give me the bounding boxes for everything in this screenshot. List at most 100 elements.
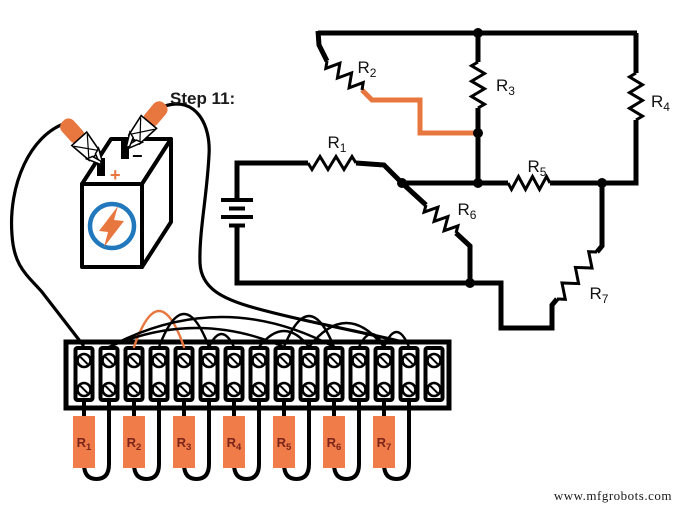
schematic-resistor-r7 bbox=[556, 250, 598, 301]
screw-icon bbox=[401, 381, 417, 398]
resistor-lead-loop bbox=[232, 402, 261, 482]
strip-resistors: R1 R2 R3 R4 R5 R6 R7 bbox=[73, 402, 411, 482]
jumper-wire-t2-t9 bbox=[107, 326, 286, 349]
jumper-wire-t9-t11 bbox=[282, 315, 336, 349]
schematic-wire bbox=[602, 120, 639, 186]
screw-icon bbox=[176, 352, 192, 369]
resistor-card-label-r5: R5 bbox=[277, 435, 292, 453]
schematic-label-r4: R4 bbox=[651, 92, 670, 114]
schematic-resistor-r6 bbox=[421, 204, 461, 234]
screw-icon bbox=[351, 352, 367, 369]
screw-icon bbox=[151, 381, 167, 398]
screw-icon bbox=[376, 352, 392, 369]
screw-icon bbox=[401, 352, 417, 369]
jumper-wire-t13-t14 bbox=[382, 330, 411, 349]
resistor-lead-loop bbox=[182, 402, 211, 482]
watermark-text: www.mfgrobots.com bbox=[554, 488, 672, 503]
schematic-label-r5: R5 bbox=[528, 157, 547, 179]
battery-illustration: +− bbox=[60, 101, 173, 269]
schematic-label-r7: R7 bbox=[590, 284, 609, 306]
schematic-wire bbox=[595, 183, 605, 254]
terminal-block-10 bbox=[298, 346, 320, 402]
resistor-lead-loop bbox=[132, 402, 161, 482]
resistor-card-r2: R2 bbox=[123, 402, 161, 482]
resistor-lead-loop bbox=[382, 402, 411, 482]
screw-icon bbox=[201, 381, 217, 398]
screw-icon bbox=[76, 381, 92, 398]
clip-lower-jaw bbox=[125, 130, 135, 149]
battery-negative-wire bbox=[163, 102, 409, 345]
jumper-wire-t4-t6 bbox=[157, 313, 211, 349]
battery-negative-terminal bbox=[121, 141, 129, 159]
resistor-card-label-r1: R1 bbox=[77, 435, 92, 453]
terminal-block-7 bbox=[223, 346, 245, 402]
junction-dot bbox=[597, 178, 607, 188]
schematic-resistor-r1 bbox=[306, 153, 358, 173]
screw-icon bbox=[101, 381, 117, 398]
jumper-wire-t8-t10 bbox=[257, 329, 311, 349]
screw-icon bbox=[276, 352, 292, 369]
junction-dot bbox=[397, 178, 407, 188]
resistor-body-r4 bbox=[223, 416, 245, 468]
resistor-card-label-r6: R6 bbox=[327, 435, 342, 453]
resistor-card-r4: R4 bbox=[223, 402, 261, 482]
resistor-body-r3 bbox=[173, 416, 195, 468]
screw-icon bbox=[426, 352, 442, 369]
screw-icon bbox=[226, 381, 242, 398]
resistor-body-r7 bbox=[373, 416, 395, 468]
schematic-label-r3: R3 bbox=[496, 76, 515, 98]
resistor-card-label-r2: R2 bbox=[127, 435, 142, 453]
resistor-body-r2 bbox=[123, 416, 145, 468]
screw-icon bbox=[251, 352, 267, 369]
screw-icon bbox=[126, 352, 142, 369]
screw-icon bbox=[351, 381, 367, 398]
schematic-label-r2: R2 bbox=[358, 58, 377, 80]
screw-icon bbox=[126, 381, 142, 398]
terminal-block-2 bbox=[98, 346, 120, 402]
screw-icon bbox=[376, 381, 392, 398]
resistor-lead-loop bbox=[332, 402, 361, 482]
screw-icon bbox=[226, 352, 242, 369]
terminal-block-3 bbox=[123, 346, 145, 402]
step-label: Step 11: bbox=[170, 89, 235, 108]
battery-positive-wire bbox=[9, 121, 85, 347]
terminal-block-15 bbox=[423, 346, 445, 402]
resistor-lead-loop bbox=[282, 402, 311, 482]
terminal-strip bbox=[63, 339, 452, 411]
battery-positive-terminal bbox=[97, 158, 105, 176]
resistor-card-r6: R6 bbox=[323, 402, 361, 482]
screw-icon bbox=[251, 381, 267, 398]
lightning-bolt-icon bbox=[99, 206, 124, 247]
resistor-card-label-r3: R3 bbox=[177, 435, 192, 453]
schematic-wire bbox=[400, 181, 428, 207]
schematic-wire bbox=[454, 231, 473, 283]
terminal-block-12 bbox=[348, 346, 370, 402]
resistor-lead-loop bbox=[82, 402, 111, 482]
screw-icon bbox=[276, 381, 292, 398]
schematic-wire bbox=[234, 160, 308, 199]
junction-dot bbox=[473, 28, 483, 38]
schematic-label-r6: R6 bbox=[458, 200, 477, 222]
schematic-resistor-r4 bbox=[626, 71, 646, 122]
jumper-wire-t2-t11 bbox=[107, 315, 336, 349]
schematic-resistor-r3 bbox=[468, 60, 488, 110]
resistor-card-r7: R7 bbox=[373, 402, 411, 482]
resistor-card-label-r7: R7 bbox=[377, 435, 392, 453]
jumper-wire-t6-t7 bbox=[207, 332, 236, 349]
battery-plus-symbol: + bbox=[110, 165, 121, 185]
screw-icon bbox=[301, 381, 317, 398]
terminal-block-6 bbox=[198, 346, 220, 402]
screw-icon bbox=[426, 381, 442, 398]
schematic-wire bbox=[355, 160, 404, 185]
resistor-body-r5 bbox=[273, 416, 295, 468]
schematic-resistor-r5 bbox=[506, 173, 552, 193]
schematic-label-r1: R1 bbox=[328, 133, 347, 155]
terminal-block-4 bbox=[148, 346, 170, 402]
junction-dot bbox=[473, 178, 483, 188]
resistor-card-r5: R5 bbox=[273, 402, 311, 482]
terminal-block-5 bbox=[173, 346, 195, 402]
screw-icon bbox=[151, 352, 167, 369]
terminal-block-8 bbox=[248, 346, 270, 402]
